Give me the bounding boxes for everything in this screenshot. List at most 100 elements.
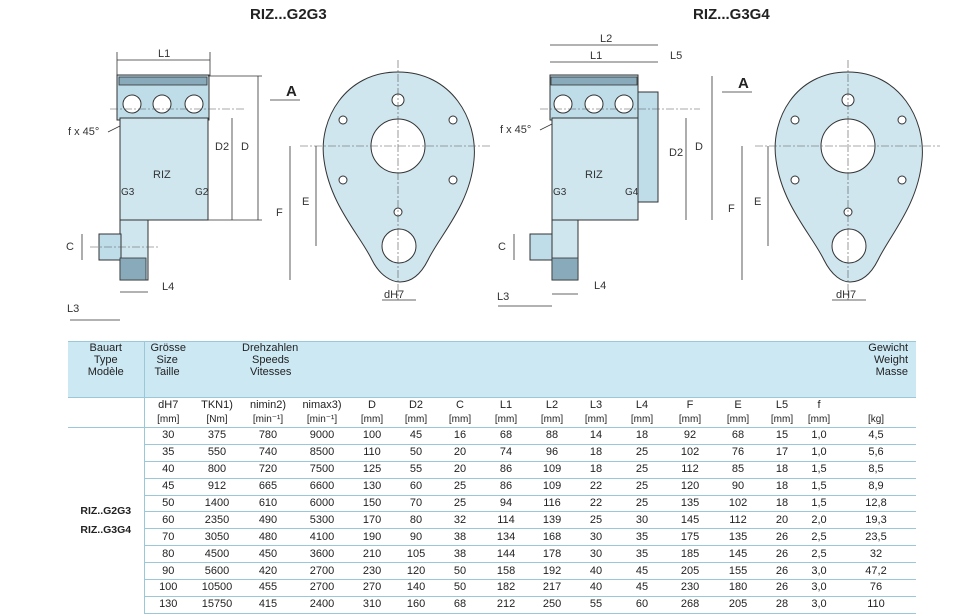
table-cell: 2700 xyxy=(294,562,350,581)
table-cell: 8,5 xyxy=(836,461,917,479)
table-cell: 26 xyxy=(762,562,803,581)
table-cell: 1,0 xyxy=(802,444,837,462)
table-cell: 665 xyxy=(242,478,294,496)
drawing-title-g3g4: RIZ...G3G4 xyxy=(693,6,770,23)
table-cell: 4,5 xyxy=(836,427,917,445)
table-cell: 32 xyxy=(836,545,917,564)
table-cell: 26 xyxy=(762,545,803,564)
table-cell: 178 xyxy=(530,545,575,564)
table-cell: 76 xyxy=(836,579,917,597)
table-cell: 60 xyxy=(618,596,667,614)
unit-cell: [mm] xyxy=(618,413,667,428)
symbol-cell: L3 xyxy=(589,399,603,411)
table-cell: 420 xyxy=(242,562,294,581)
table-cell: 268 xyxy=(666,596,715,614)
table-cell: 102 xyxy=(714,495,763,513)
table-cell: 3,0 xyxy=(802,596,837,614)
table-cell: 250 xyxy=(530,596,575,614)
table-cell: 12,8 xyxy=(836,495,917,513)
table-cell: 480 xyxy=(242,528,294,547)
table-cell: 720 xyxy=(242,461,294,479)
table-cell: 80 xyxy=(144,545,192,564)
label-D2-right: D2 xyxy=(669,147,683,159)
table-cell: 25 xyxy=(618,461,667,479)
label-F-left: F xyxy=(276,207,283,219)
table-cell: 230 xyxy=(666,579,715,597)
table-cell: 8500 xyxy=(294,444,350,462)
symbol-cell: E xyxy=(734,399,742,411)
table-cell: 38 xyxy=(438,545,483,564)
table-cell: 1,5 xyxy=(802,495,837,513)
table-cell: 2700 xyxy=(294,579,350,597)
table-cell: 50 xyxy=(394,444,439,462)
table-cell: 35 xyxy=(144,444,192,462)
table-cell: 134 xyxy=(482,528,531,547)
type-cell-empty xyxy=(68,397,145,413)
table-cell: 3,0 xyxy=(802,562,837,581)
table-cell: 68 xyxy=(714,427,763,445)
table-cell: 18 xyxy=(762,461,803,479)
label-dH7-left: dH7 xyxy=(384,289,404,301)
table-cell: 217 xyxy=(530,579,575,597)
table-cell: 190 xyxy=(350,528,395,547)
housing-body xyxy=(119,117,209,221)
table-cell: 210 xyxy=(350,545,395,564)
table-cell: 20 xyxy=(438,444,483,462)
label-view-a-right: A xyxy=(738,75,749,92)
table-cell: 80 xyxy=(394,511,439,530)
table-cell: 45 xyxy=(144,478,192,496)
header-size: Grösse Size Taille xyxy=(144,341,192,398)
label-D-right: D xyxy=(695,141,703,153)
table-cell: 120 xyxy=(666,478,715,496)
table-cell: 4100 xyxy=(294,528,350,547)
table-cell: 7500 xyxy=(294,461,350,479)
table-cell: 28 xyxy=(762,596,803,614)
table-cell: 740 xyxy=(242,444,294,462)
table-cell: 205 xyxy=(714,596,763,614)
table-cell: 25 xyxy=(618,495,667,513)
table-cell: 135 xyxy=(714,528,763,547)
table-cell: 1,5 xyxy=(802,478,837,496)
header-type: Bauart Type Modèle xyxy=(68,341,145,398)
table-cell: 2400 xyxy=(294,596,350,614)
label-C-right: C xyxy=(498,241,506,253)
table-cell: 15 xyxy=(762,427,803,445)
symbol-cell: F xyxy=(686,399,694,411)
table-cell: 2,5 xyxy=(802,545,837,564)
table-cell: 158 xyxy=(482,562,531,581)
table-cell: 68 xyxy=(438,596,483,614)
label-D: D xyxy=(241,141,249,153)
table-cell: 18 xyxy=(762,495,803,513)
drawing-title-g2g3: RIZ...G2G3 xyxy=(250,6,327,23)
table-cell: 2350 xyxy=(192,511,242,530)
unit-cell: [min⁻¹] xyxy=(294,413,350,428)
table-cell: 18 xyxy=(574,444,619,462)
table-cell: 192 xyxy=(530,562,575,581)
table-cell: 310 xyxy=(350,596,395,614)
table-cell: 14 xyxy=(574,427,619,445)
table-cell: 76 xyxy=(714,444,763,462)
table-cell: 25 xyxy=(438,478,483,496)
label-L5-right: L5 xyxy=(670,50,682,62)
spec-table: Bauart Type Modèle Grösse Size Taille Dr… xyxy=(68,341,917,614)
label-L1: L1 xyxy=(158,48,170,60)
unit-cell: [mm] xyxy=(144,413,192,428)
technical-drawing: L1 D D2 f x 45° RIZ G3 G2 C L4 L3 A xyxy=(66,33,940,321)
symbol-cell: D2 xyxy=(408,399,424,411)
table-cell: 45 xyxy=(394,427,439,445)
label-chamfer-right: f x 45° xyxy=(500,124,531,136)
table-cell: 490 xyxy=(242,511,294,530)
label-L3-left: L3 xyxy=(67,303,79,315)
table-cell: 88 xyxy=(530,427,575,445)
table-cell: 40 xyxy=(574,562,619,581)
label-F-right: F xyxy=(728,203,735,215)
table-cell: 130 xyxy=(350,478,395,496)
label-riz-left: RIZ xyxy=(153,169,171,181)
table-cell: 800 xyxy=(192,461,242,479)
